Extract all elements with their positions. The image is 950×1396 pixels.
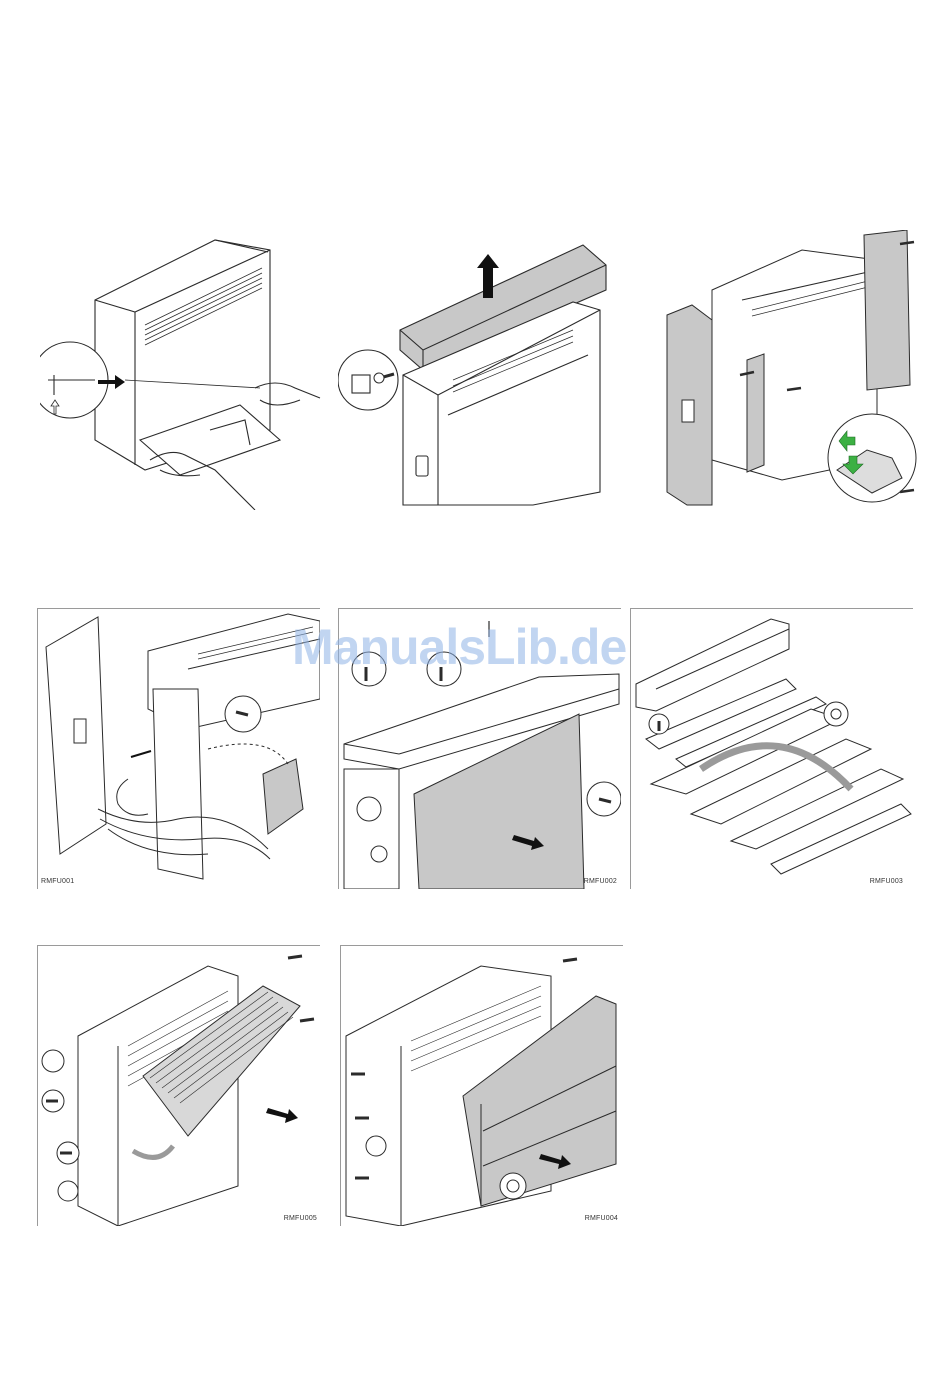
figure-6-illustration	[631, 609, 913, 889]
figure-2-top-cover-removal	[338, 230, 623, 510]
figure-7-illustration	[38, 946, 320, 1226]
figure-4-control-box: RMFU001	[37, 608, 320, 889]
figure-code: RMFU003	[870, 878, 903, 885]
figure-2-illustration	[338, 230, 623, 510]
figure-4-illustration	[38, 609, 320, 889]
figure-6-drip-tray: RMFU003	[630, 608, 913, 889]
figure-3-illustration	[652, 230, 934, 510]
figure-1-illustration	[40, 230, 325, 510]
figure-1-front-panel-removal	[40, 230, 325, 510]
figure-7-coil-removal: RMFU005	[37, 945, 320, 1226]
figure-8-illustration	[341, 946, 623, 1226]
figure-code: RMFU005	[284, 1215, 317, 1222]
figure-code: RMFU001	[41, 878, 74, 885]
watermark: ManualsLib.de	[292, 618, 626, 676]
figure-code: RMFU004	[585, 1215, 618, 1222]
figure-3-side-panels	[652, 230, 934, 510]
figure-code: RMFU002	[584, 878, 617, 885]
figure-8-filter-removal: RMFU004	[340, 945, 623, 1226]
